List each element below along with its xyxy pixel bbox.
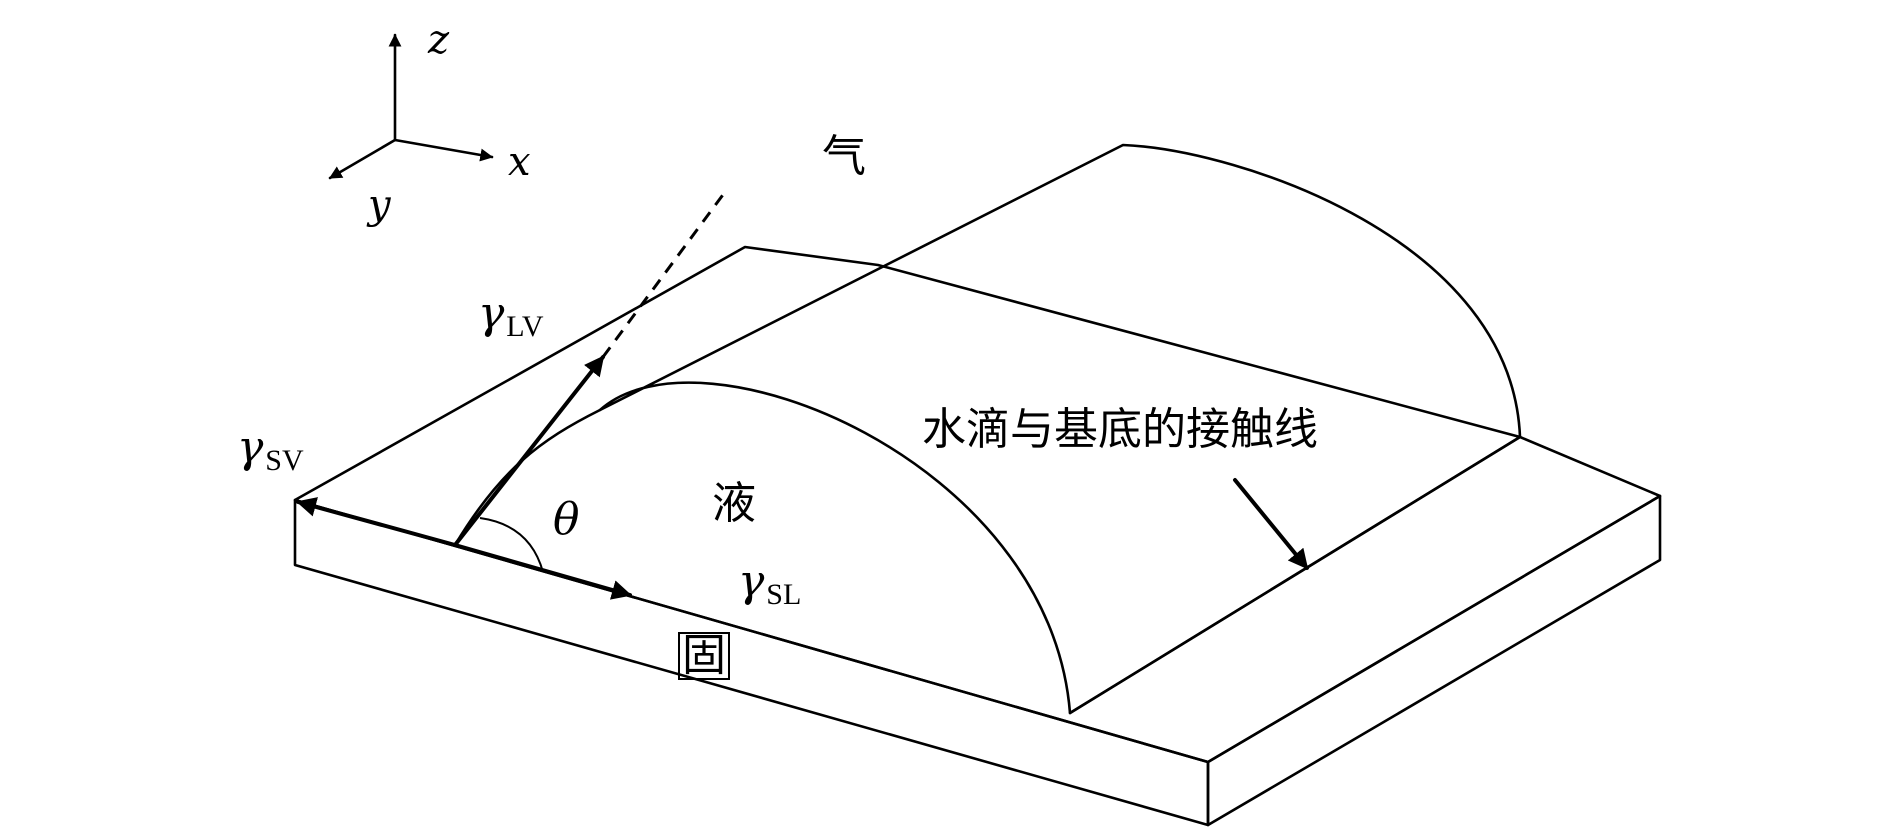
coordinate-axes (328, 33, 494, 180)
gamma-lv-subscript: LV (506, 310, 544, 343)
liquid-phase-label: 液 (712, 478, 756, 529)
y-axis-label: y (368, 182, 391, 228)
substrate-front-face (293, 498, 1210, 827)
gamma-lv-label: γLV (478, 292, 544, 342)
gamma-sl-label: γSL (738, 560, 801, 610)
gamma-sv-label: γSV (237, 426, 304, 476)
gamma-sv-arrow (296, 497, 457, 547)
gamma-sv-symbol: γ (237, 422, 264, 473)
x-axis-arrow (393, 138, 494, 162)
solid-phase-label: 固 (678, 632, 730, 680)
contact-line-label: 水滴与基底的接触线 (922, 404, 1318, 455)
vapor-phase-label: 气 (822, 131, 866, 182)
gamma-lv-arrow (453, 355, 605, 547)
contact-angle-arc (479, 517, 544, 573)
contact-angle-label: θ (553, 494, 580, 545)
contact-line (1068, 435, 1522, 715)
contact-line-pointer-arrow (1233, 478, 1309, 570)
substrate-side-face (1206, 494, 1662, 827)
tangent-dashed-line (601, 191, 727, 358)
y-axis-arrow (328, 138, 397, 180)
tension-vectors (296, 191, 727, 600)
gamma-sl-subscript: SL (766, 578, 802, 611)
gamma-sl-symbol: γ (738, 556, 765, 607)
gamma-sv-subscript: SV (265, 444, 304, 477)
z-axis-label: z (428, 17, 450, 63)
gamma-lv-symbol: γ (478, 288, 505, 339)
x-axis-label: x (508, 139, 531, 185)
